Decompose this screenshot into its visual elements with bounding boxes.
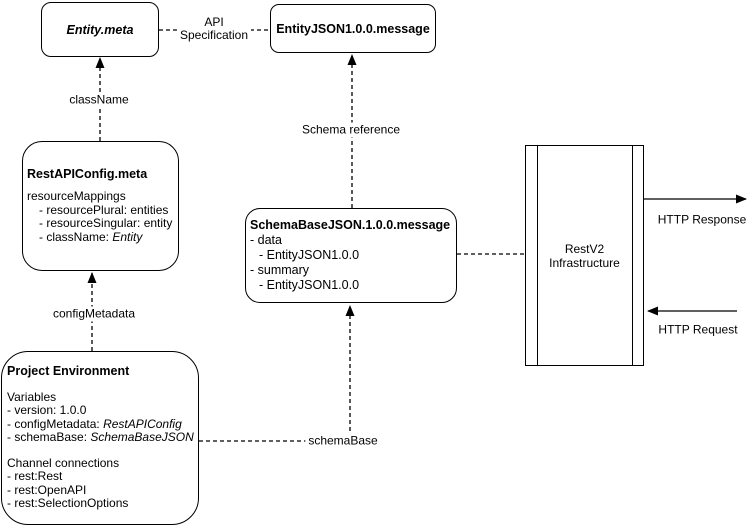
node-text-line: - EntityJSON1.0.0 xyxy=(259,278,360,292)
node-text-line: - rest:Rest xyxy=(7,469,63,484)
node-entity-meta[interactable]: Entity.meta xyxy=(41,2,159,57)
node-project-environment[interactable]: Project Environment Variables - version:… xyxy=(1,351,199,525)
node-text-line: - className: Entity xyxy=(39,229,175,245)
node-schemabasejson-message[interactable]: SchemaBaseJSON.1.0.0.message - data - En… xyxy=(245,208,457,303)
schemabase-label-text: - schemaBase: xyxy=(7,430,88,445)
node-text-line: - rest:SelectionOptions xyxy=(7,496,129,511)
node-title-line1: RestV2 xyxy=(564,241,605,256)
node-text-line: - configMetadata: RestAPIConfig xyxy=(7,416,195,432)
edge-label-line1: API xyxy=(204,15,224,29)
node-title: EntityJSON1.0.0.message xyxy=(276,21,430,36)
restv2-left-bar xyxy=(537,146,539,365)
configmetadata-label-text: - configMetadata: xyxy=(7,416,100,431)
node-title: SchemaBaseJSON.1.0.0.message xyxy=(250,218,451,232)
configmetadata-value-italic: RestAPIConfig xyxy=(103,416,182,431)
edge-label-api-specification: API Specification xyxy=(176,15,252,43)
edge-label-line2: Specification xyxy=(179,28,249,42)
classname-label-text: - className: xyxy=(39,229,110,244)
node-text-line: Channel connections xyxy=(7,455,120,470)
node-restapiconfig-meta[interactable]: RestAPIConfig.meta resourceMappings - re… xyxy=(22,141,179,271)
node-text-line: - version: 1.0.0 xyxy=(7,403,87,418)
node-title: RestV2 Infrastructure xyxy=(526,146,643,365)
node-text-line: - data xyxy=(250,233,282,247)
node-title: Project Environment xyxy=(7,364,130,379)
node-title: Entity.meta xyxy=(66,22,134,37)
classname-value-italic: Entity xyxy=(112,229,143,244)
edge-label-schemabase: schemaBase xyxy=(305,433,381,449)
restv2-right-bar xyxy=(631,146,633,365)
node-content: SchemaBaseJSON.1.0.0.message - data - En… xyxy=(246,209,456,302)
node-title: RestAPIConfig.meta xyxy=(27,166,148,181)
node-text-line: - rest:OpenAPI xyxy=(7,482,87,497)
node-text-line: - EntityJSON1.0.0 xyxy=(259,248,360,262)
node-restv2-infrastructure[interactable]: RestV2 Infrastructure xyxy=(525,145,644,366)
node-text-line: - summary xyxy=(250,263,310,277)
edge-label-http-response: HTTP Response xyxy=(657,212,747,227)
node-text-line: - schemaBase: SchemaBaseJSON xyxy=(7,431,195,445)
edge-label-schema-reference: Schema reference xyxy=(298,122,404,138)
node-entityjson-message[interactable]: EntityJSON1.0.0.message xyxy=(270,4,436,53)
node-text-line: - resourcePlural: entities xyxy=(39,202,169,217)
node-title-line2: Infrastructure xyxy=(549,255,620,270)
schemabase-value-italic: SchemaBaseJSON xyxy=(90,430,194,445)
edge-label-classname: className xyxy=(66,92,132,108)
node-text-line: resourceMappings xyxy=(27,189,126,204)
edge-label-http-request: HTTP Request xyxy=(658,322,738,337)
spacer xyxy=(7,379,195,391)
spacer xyxy=(7,445,195,457)
node-text-line: - resourceSingular: entity xyxy=(39,216,173,231)
node-content: Project Environment Variables - version:… xyxy=(2,352,198,524)
edge-schemabase[interactable] xyxy=(199,305,355,442)
edge-label-config-metadata: configMetadata xyxy=(49,306,139,322)
node-content: RestAPIConfig.meta resourceMappings - re… xyxy=(23,142,178,270)
node-text-line: Variables xyxy=(7,389,57,404)
